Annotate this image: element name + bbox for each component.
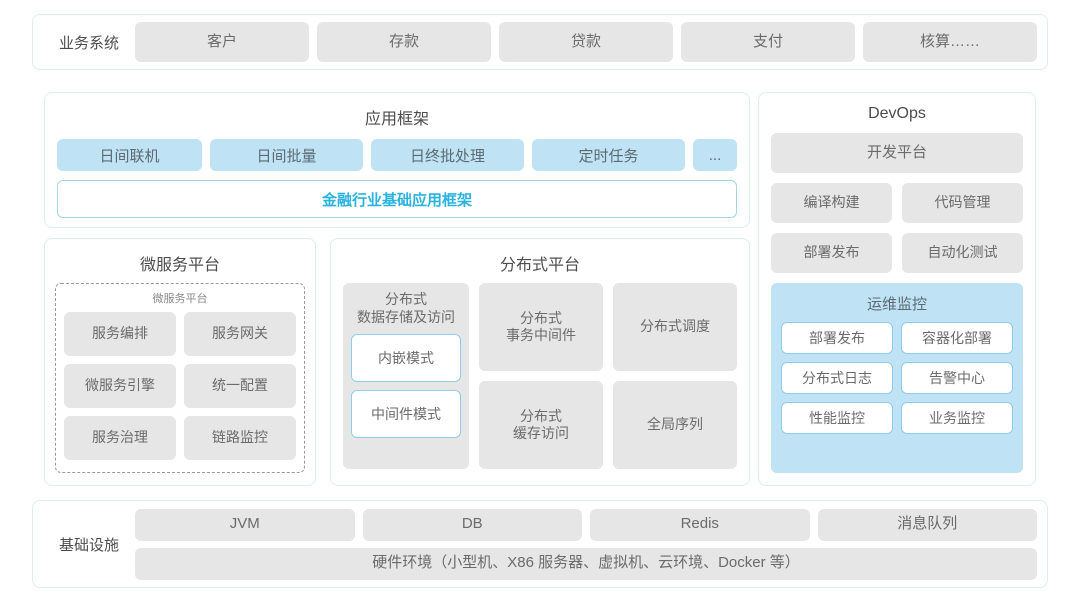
infrastructure-chip-redis[interactable]: Redis bbox=[590, 508, 810, 541]
microservice-inner-label: 微服务平台 bbox=[152, 293, 208, 305]
distributed-platform-panel: 分布式平台 分布式 数据存储及访问 内嵌模式 中间件模式 分布式 事务中间件 bbox=[330, 238, 750, 486]
business-chip-customer[interactable]: 客户 bbox=[135, 22, 309, 62]
distributed-cell-0-line1: 分布式 bbox=[520, 309, 562, 326]
microservice-dashed-container: 微服务平台 服务编排 服务网关 微服务引擎 统一配置 服务治理 链路监控 bbox=[55, 283, 305, 473]
appframe-chip-daytime-online[interactable]: 日间联机 bbox=[57, 139, 202, 171]
microservice-item-trace-monitor[interactable]: 链路监控 bbox=[184, 416, 296, 460]
devops-panel: DevOps 开发平台 编译构建 代码管理 部署发布 自动化测试 运维监控 部署… bbox=[758, 92, 1036, 486]
infrastructure-chips: JVM DB Redis 消息队列 bbox=[135, 508, 1037, 541]
financial-base-framework-bar[interactable]: 金融行业基础应用框架 bbox=[57, 180, 737, 218]
ops-monitor-item-alert-center[interactable]: 告警中心 bbox=[901, 362, 1013, 394]
business-system-chips: 客户 存款 贷款 支付 核算…… bbox=[135, 22, 1037, 62]
business-chip-loan[interactable]: 贷款 bbox=[499, 22, 673, 62]
distributed-cell-2-line1: 分布式 bbox=[520, 407, 562, 424]
distributed-storage-title-line2: 数据存储及访问 bbox=[357, 308, 455, 325]
appframe-chip-more[interactable]: ... bbox=[693, 139, 737, 171]
distributed-storage-mode-embedded[interactable]: 内嵌模式 bbox=[351, 334, 461, 382]
devops-item-compile-build[interactable]: 编译构建 bbox=[771, 183, 892, 223]
ops-monitor-item-performance-monitor[interactable]: 性能监控 bbox=[781, 402, 893, 434]
devops-item-automated-test[interactable]: 自动化测试 bbox=[902, 233, 1023, 273]
microservice-item-orchestration[interactable]: 服务编排 bbox=[64, 312, 176, 356]
application-framework-panel: 应用框架 日间联机 日间批量 日终批处理 定时任务 ... 金融行业基础应用框架 bbox=[44, 92, 750, 228]
devops-title: DevOps bbox=[868, 105, 926, 122]
distributed-platform-title: 分布式平台 bbox=[499, 257, 580, 274]
infrastructure-chip-db[interactable]: DB bbox=[362, 508, 582, 541]
microservice-item-gateway[interactable]: 服务网关 bbox=[184, 312, 296, 356]
appframe-chip-daytime-batch[interactable]: 日间批量 bbox=[210, 139, 363, 171]
ops-monitor-item-container-deploy[interactable]: 容器化部署 bbox=[901, 322, 1013, 354]
distributed-cell-transaction-middleware[interactable]: 分布式 事务中间件 bbox=[479, 283, 603, 371]
distributed-cells-grid: 分布式 事务中间件 分布式调度 分布式 缓存访问 bbox=[479, 283, 737, 469]
distributed-cell-scheduling[interactable]: 分布式调度 bbox=[613, 283, 737, 371]
devops-item-code-management[interactable]: 代码管理 bbox=[902, 183, 1023, 223]
appframe-chip-scheduled-task[interactable]: 定时任务 bbox=[532, 139, 685, 171]
ops-monitoring-title: 运维监控 bbox=[866, 296, 927, 313]
infrastructure-hardware-bar[interactable]: 硬件环境（小型机、X86 服务器、虚拟机、云环境、Docker 等） bbox=[135, 547, 1037, 580]
microservice-item-unified-config[interactable]: 统一配置 bbox=[184, 364, 296, 408]
application-framework-chips: 日间联机 日间批量 日终批处理 定时任务 ... bbox=[57, 139, 737, 171]
distributed-storage-title-line1: 分布式 bbox=[385, 291, 427, 307]
distributed-storage-title: 分布式 数据存储及访问 bbox=[351, 291, 461, 326]
infrastructure-label: 基础设施 bbox=[58, 536, 119, 554]
ops-monitoring-section: 运维监控 部署发布 容器化部署 分布式日志 告警中心 性能监控 业务监控 bbox=[771, 283, 1023, 473]
application-framework-title: 应用框架 bbox=[364, 111, 429, 128]
microservice-platform-panel: 微服务平台 微服务平台 服务编排 服务网关 微服务引擎 统一配置 服务治理 链路… bbox=[44, 238, 316, 486]
business-chip-payment[interactable]: 支付 bbox=[681, 22, 855, 62]
distributed-cell-cache-access[interactable]: 分布式 缓存访问 bbox=[479, 381, 603, 469]
distributed-cell-0-line2: 事务中间件 bbox=[506, 327, 576, 343]
ops-monitor-item-business-monitor[interactable]: 业务监控 bbox=[901, 402, 1013, 434]
distributed-storage-mode-middleware[interactable]: 中间件模式 bbox=[351, 390, 461, 438]
appframe-chip-eod-batch[interactable]: 日终批处理 bbox=[371, 139, 524, 171]
business-chip-accounting[interactable]: 核算…… bbox=[863, 22, 1037, 62]
distributed-cell-1-line1: 分布式调度 bbox=[640, 318, 710, 335]
distributed-cell-3-line1: 全局序列 bbox=[647, 416, 703, 433]
infrastructure-chip-jvm[interactable]: JVM bbox=[135, 508, 355, 541]
distributed-cell-2-line2: 缓存访问 bbox=[513, 425, 569, 441]
devops-item-deploy-release[interactable]: 部署发布 bbox=[771, 233, 892, 273]
microservice-items-grid: 服务编排 服务网关 微服务引擎 统一配置 服务治理 链路监控 bbox=[64, 312, 296, 460]
microservice-item-engine[interactable]: 微服务引擎 bbox=[64, 364, 176, 408]
business-chip-deposit[interactable]: 存款 bbox=[317, 22, 491, 62]
ops-monitoring-grid: 部署发布 容器化部署 分布式日志 告警中心 性能监控 业务监控 bbox=[781, 322, 1013, 434]
business-system-row: 业务系统 客户 存款 贷款 支付 核算…… bbox=[32, 14, 1048, 70]
ops-monitor-item-distributed-log[interactable]: 分布式日志 bbox=[781, 362, 893, 394]
distributed-storage-column[interactable]: 分布式 数据存储及访问 内嵌模式 中间件模式 bbox=[343, 283, 469, 469]
infrastructure-content: JVM DB Redis 消息队列 硬件环境（小型机、X86 服务器、虚拟机、云… bbox=[135, 508, 1037, 580]
distributed-body: 分布式 数据存储及访问 内嵌模式 中间件模式 分布式 事务中间件 分布式调度 bbox=[343, 283, 737, 469]
infrastructure-chip-message-queue[interactable]: 消息队列 bbox=[817, 508, 1037, 541]
microservice-platform-title: 微服务平台 bbox=[139, 257, 220, 274]
devops-dev-platform[interactable]: 开发平台 bbox=[771, 133, 1023, 173]
business-system-label: 业务系统 bbox=[58, 34, 119, 52]
infrastructure-row: 基础设施 JVM DB Redis 消息队列 硬件环境（小型机、X86 服务器、… bbox=[32, 500, 1048, 588]
ops-monitor-item-deploy-release[interactable]: 部署发布 bbox=[781, 322, 893, 354]
distributed-cell-global-sequence[interactable]: 全局序列 bbox=[613, 381, 737, 469]
microservice-item-governance[interactable]: 服务治理 bbox=[64, 416, 176, 460]
devops-items-grid: 编译构建 代码管理 部署发布 自动化测试 bbox=[771, 183, 1023, 273]
